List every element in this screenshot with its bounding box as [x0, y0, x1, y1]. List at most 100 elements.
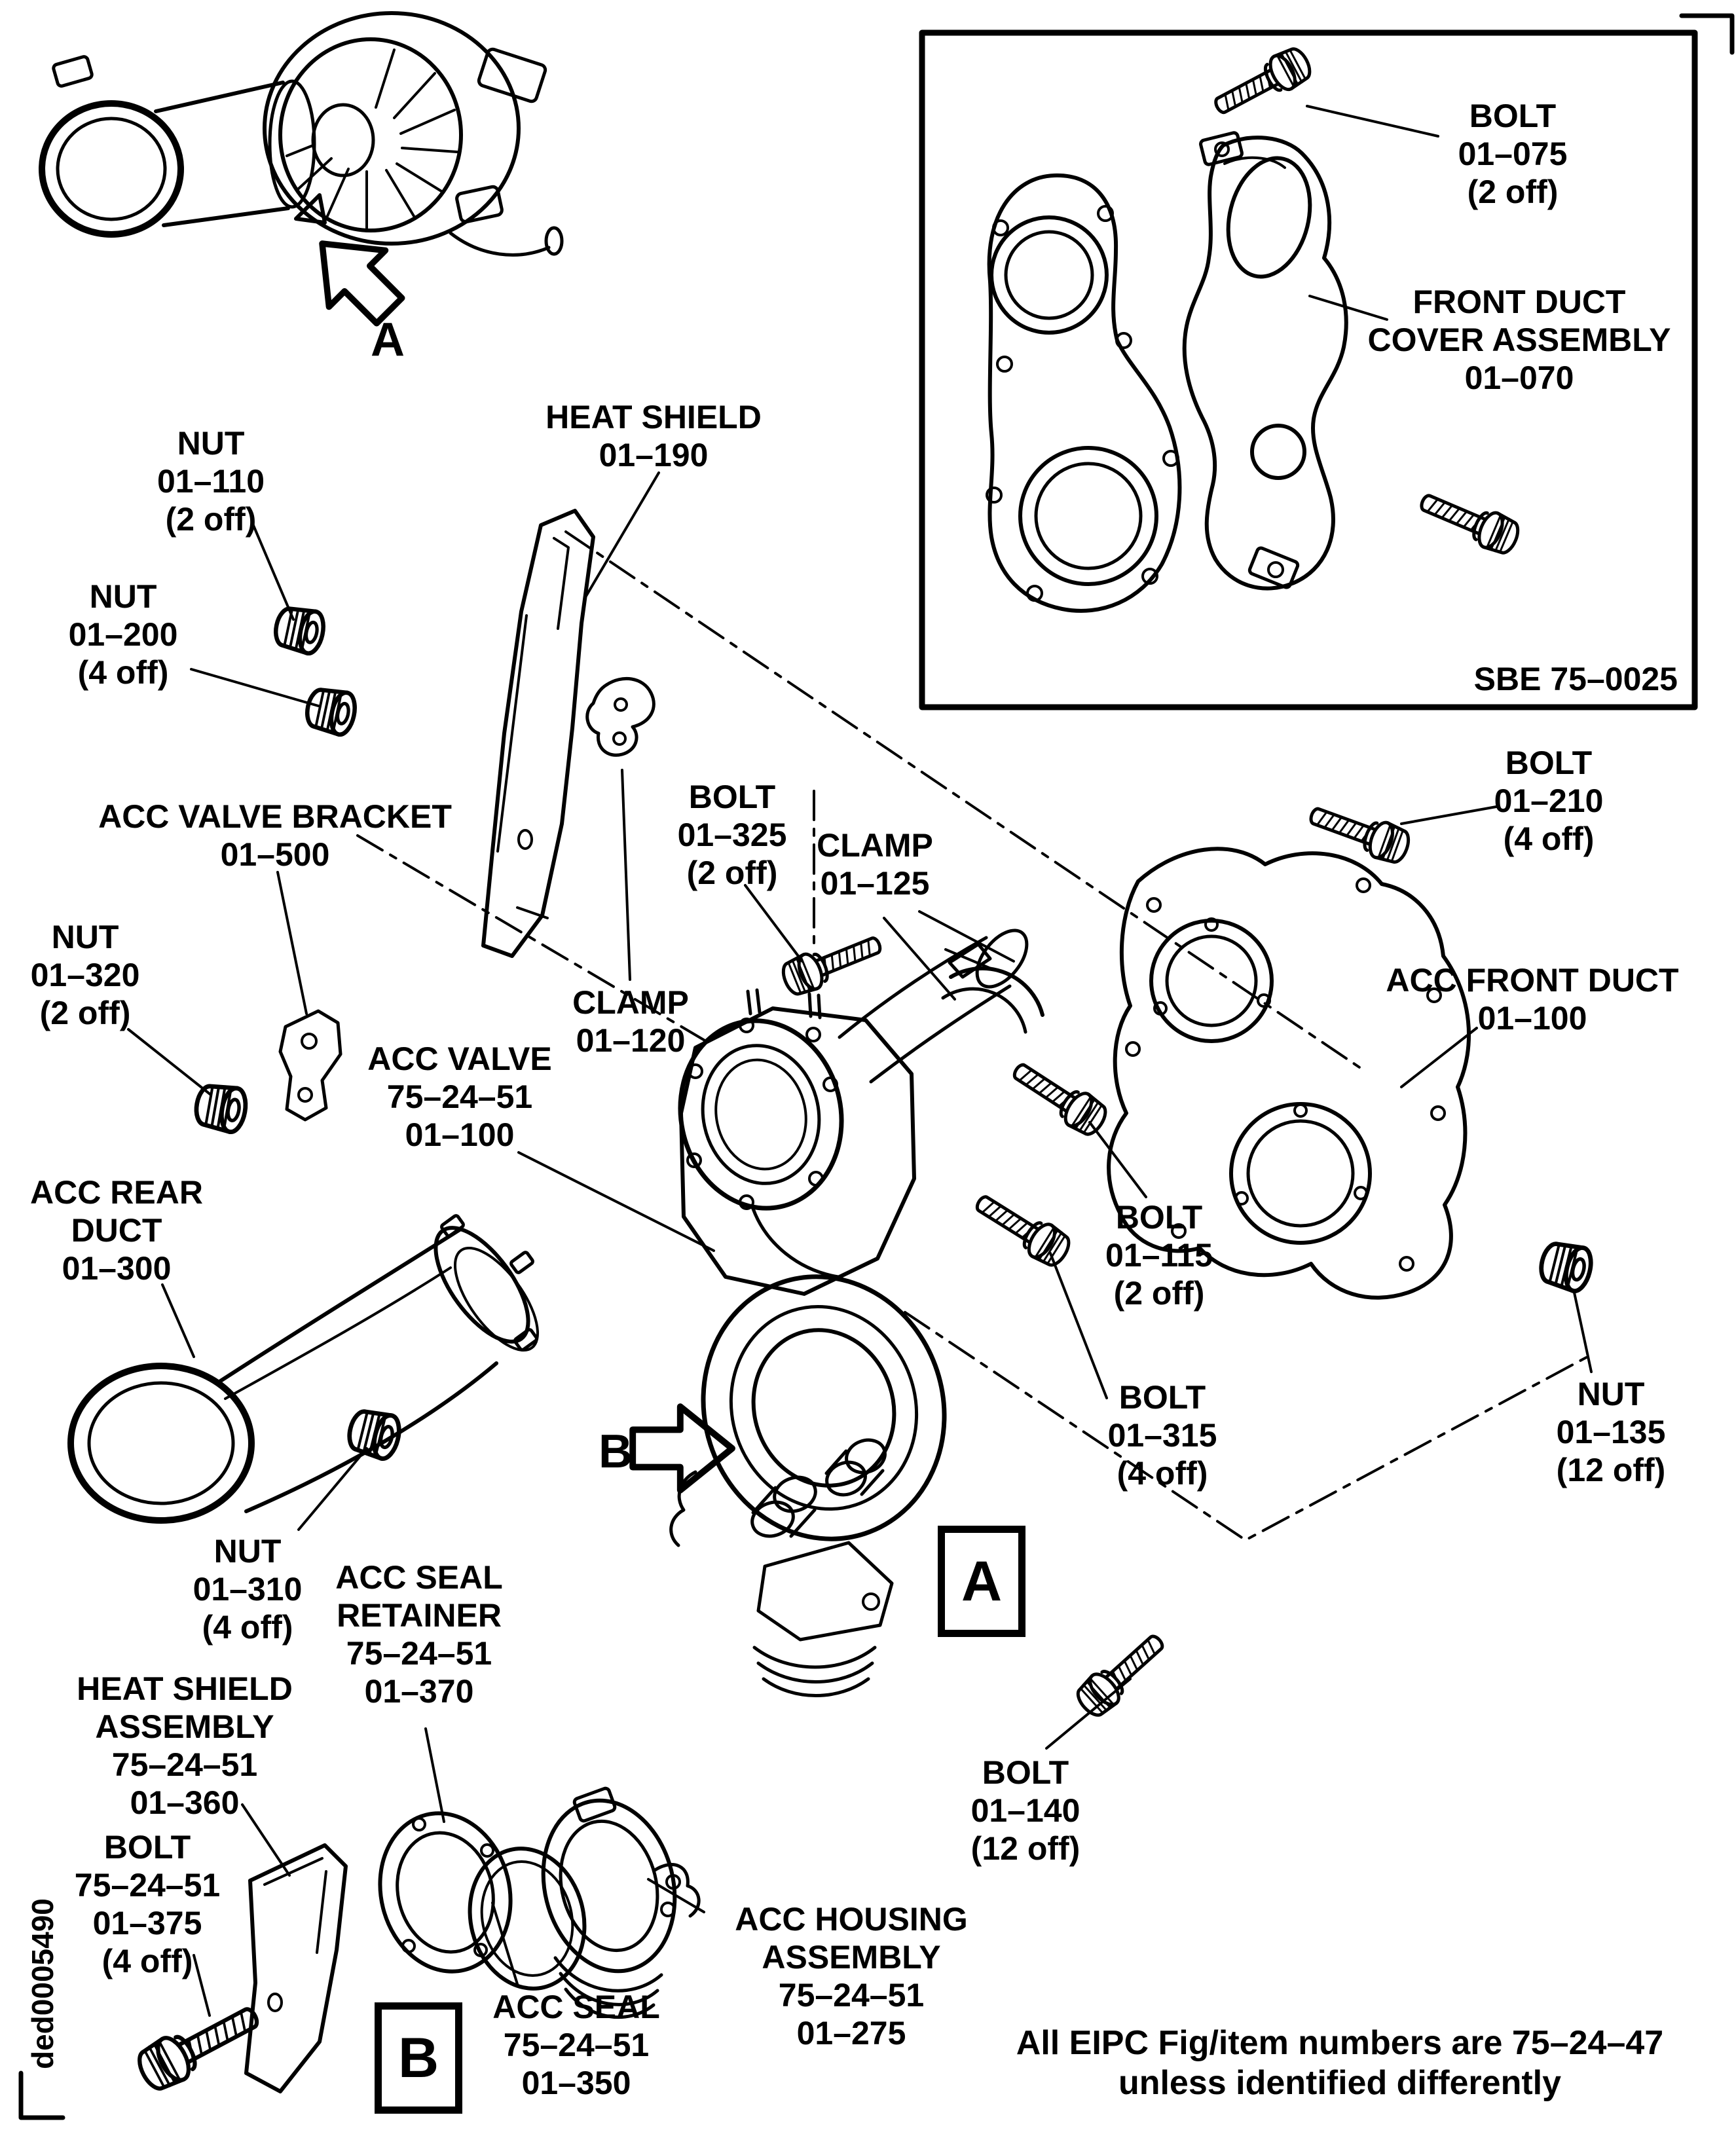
label-line: 01–315 [1107, 1417, 1217, 1454]
label-bolt-325: BOLT 01–325 (2 off) [678, 778, 787, 892]
label-acc-valve-bracket: ACC VALVE BRACKET 01–500 [98, 798, 452, 874]
label-line: NUT [177, 425, 245, 462]
label-line: 01–190 [599, 437, 709, 473]
acc-rear-duct-drawing [67, 1214, 540, 1524]
label-line: BOLT [103, 1829, 191, 1866]
label-line: 01–210 [1494, 782, 1604, 819]
label-line: 01–310 [193, 1571, 303, 1608]
engine-overview-drawing [39, 11, 564, 257]
acc-seal-retainer-drawing [378, 1811, 513, 1974]
label-line: 01–120 [576, 1022, 686, 1059]
note-line: unless identified differently [1118, 2064, 1562, 2103]
label-line: HEAT SHIELD [545, 399, 762, 435]
label-line: 01–350 [521, 2065, 631, 2101]
label-bolt-075: BOLT 01–075 (2 off) [1458, 97, 1568, 211]
acc-valve-drawing [678, 929, 1029, 1296]
label-line: 01–320 [30, 957, 140, 993]
label-line: (2 off) [686, 855, 778, 891]
label-line: 75–24–51 [111, 1746, 258, 1783]
view-arrow-a-label: A [371, 314, 405, 366]
label-line: 01–200 [68, 616, 178, 653]
label-line: 75–24–51 [503, 2027, 650, 2063]
label-acc-seal-retainer: ACC SEAL RETAINER 75–24–51 01–370 [335, 1558, 503, 1710]
label-line: COVER ASSEMBLY [1367, 322, 1671, 358]
label-line: BOLT [688, 779, 776, 815]
label-line: ACC SEAL [335, 1559, 503, 1596]
label-line: 01–100 [1477, 1000, 1587, 1037]
label-line: DUCT [71, 1212, 162, 1249]
label-front-duct-cover: FRONT DUCT COVER ASSEMBLY 01–070 [1367, 283, 1671, 397]
nut-200-icon [304, 686, 358, 737]
acc-housing-center-drawing [669, 1274, 947, 1697]
label-line: 01–140 [970, 1792, 1080, 1829]
inset-bolt-075b-icon [1416, 485, 1523, 558]
label-line: 01–370 [364, 1673, 474, 1710]
label-bolt-140: BOLT 01–140 (12 off) [971, 1754, 1080, 1867]
label-bolt-115: BOLT 01–115 (2 off) [1105, 1198, 1213, 1312]
eipc-note: All EIPC Fig/item numbers are 75–24–47 u… [1016, 2023, 1663, 2104]
center-lines [356, 530, 1591, 1541]
label-line: (2 off) [39, 995, 131, 1031]
inset-bolt-075-icon [1209, 44, 1315, 124]
acc-front-duct-drawing [1107, 847, 1471, 1300]
label-line: ACC REAR [30, 1174, 203, 1211]
view-arrow-b-label: B [599, 1426, 633, 1478]
label-acc-housing-assembly: ACC HOUSING ASSEMBLY 75–24–51 01–275 [735, 1900, 968, 2052]
label-line: NUT [89, 578, 157, 615]
nut-320-icon [193, 1082, 249, 1133]
label-line: (4 off) [102, 1943, 193, 1979]
label-line: NUT [51, 919, 119, 955]
label-heat-shield: HEAT SHIELD 01–190 [545, 398, 762, 474]
label-line: ASSEMBLY [95, 1708, 274, 1745]
label-line: (2 off) [1467, 174, 1559, 210]
label-line: 01–325 [677, 817, 787, 853]
label-line: 01–125 [820, 865, 930, 902]
label-line: NUT [213, 1533, 282, 1570]
bolt-210-icon [1306, 798, 1413, 866]
label-line: 01–070 [1464, 359, 1574, 396]
label-line: 01–110 [157, 463, 265, 500]
heat-shield-assembly-drawing [244, 1843, 348, 2093]
bolt-315-icon [969, 1186, 1074, 1270]
label-nut-200: NUT 01–200 (4 off) [69, 578, 178, 691]
label-line: SBE 75–0025 [1473, 661, 1678, 697]
document-code: ded0005490 [26, 1898, 60, 2069]
acc-valve-bracket-drawing [278, 1009, 342, 1122]
label-line: 01–115 [1105, 1237, 1213, 1274]
label-heat-shield-assembly: HEAT SHIELD ASSEMBLY 75–24–51 01–360 [77, 1670, 293, 1822]
label-line: 01–300 [62, 1250, 172, 1287]
label-line: 75–24–51 [778, 1977, 925, 2014]
label-line: 01–275 [796, 2015, 906, 2051]
label-line: 75–24–51 [74, 1867, 221, 1904]
acc-seal-drawing [468, 1847, 587, 1991]
inset-reference: SBE 75–0025 [1474, 660, 1678, 698]
note-line: All EIPC Fig/item numbers are 75–24–47 [1016, 2024, 1664, 2062]
acc-housing-assembly-drawing [541, 1786, 701, 2019]
label-line: 01–100 [405, 1116, 515, 1153]
detail-box-b: B [375, 2002, 462, 2114]
nut-110-icon [272, 604, 327, 655]
label-line: ACC FRONT DUCT [1386, 962, 1679, 999]
detail-box-b-letter: B [397, 2026, 439, 2089]
label-line: 01–360 [130, 1784, 240, 1821]
label-clamp-120: CLAMP 01–120 [572, 984, 689, 1059]
label-line: (4 off) [1117, 1455, 1208, 1492]
label-bolt-210: BOLT 01–210 (4 off) [1494, 744, 1604, 858]
detail-box-a: A [938, 1526, 1025, 1637]
bolt-325-icon [779, 927, 886, 999]
heat-shield-drawing [481, 509, 595, 958]
label-line: ACC SEAL [492, 1989, 660, 2025]
label-line: BOLT [1505, 745, 1593, 781]
label-line: HEAT SHIELD [77, 1670, 293, 1707]
corner-marks [18, 13, 1735, 2120]
label-bolt-315: BOLT 01–315 (4 off) [1108, 1378, 1217, 1492]
label-line: BOLT [1115, 1199, 1203, 1236]
leader-lines [127, 105, 1593, 2017]
bolt-140-icon [1072, 1627, 1172, 1721]
label-clamp-125: CLAMP 01–125 [817, 826, 933, 902]
label-bolt-375: BOLT 75–24–51 01–375 (4 off) [75, 1828, 220, 1980]
label-line: (12 off) [1556, 1452, 1666, 1488]
inset-detail-box [919, 29, 1698, 710]
label-line: (4 off) [1503, 820, 1595, 857]
